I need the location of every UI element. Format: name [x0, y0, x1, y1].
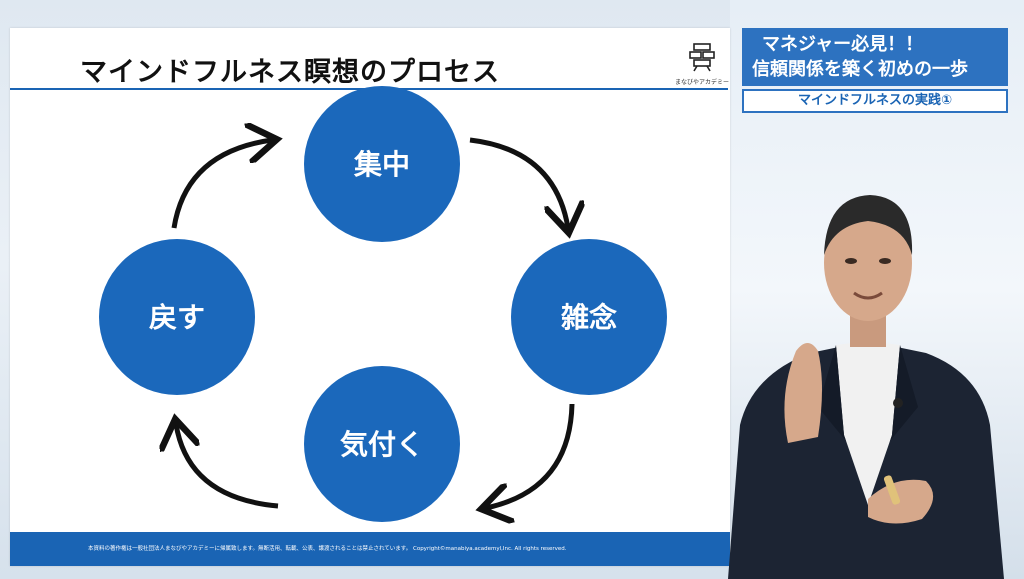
cycle-node-notice: 気付く [304, 366, 460, 522]
node-label-return: 戻す [149, 301, 205, 334]
logo-label: まなびやアカデミー [674, 79, 729, 86]
cycle-node-return: 戻す [99, 239, 255, 395]
copyright-footer: 本資料の著作権は一般社団法人まなびやアカデミーに帰属致します。無断活用、転載、公… [10, 532, 730, 566]
presenter-image [728, 195, 1004, 579]
logo-icon [689, 43, 715, 72]
arrow-focus-to-wander [469, 137, 568, 228]
node-label-wander: 雑念 [560, 301, 617, 334]
node-label-notice: 気付く [340, 428, 424, 461]
presentation-slide: マインドフルネス瞑想のプロセス まなびやアカデミー 集中 [10, 28, 730, 566]
arrow-notice-to-return [176, 424, 279, 509]
caption-line-1: マネジャー必見！！ [762, 34, 924, 55]
cycle-diagram: 集中 雑念 気付く 戻す [99, 86, 667, 566]
cycle-node-focus: 集中 [304, 86, 460, 242]
academy-logo: まなびやアカデミー [672, 42, 732, 86]
cycle-node-wander: 雑念 [511, 239, 667, 395]
caption-subtitle: マインドフルネスの実践① [742, 89, 1008, 113]
node-label-focus: 集中 [353, 148, 410, 181]
caption-banner: マネジャー必見！！ 信頼関係を築く初めの一歩 [742, 28, 1008, 86]
slide-title: マインドフルネス瞑想のプロセス [80, 57, 500, 88]
caption-line-2: 信頼関係を築く初めの一歩 [752, 59, 968, 80]
arrow-wander-to-notice [486, 403, 575, 508]
arrow-return-to-focus [171, 140, 272, 229]
